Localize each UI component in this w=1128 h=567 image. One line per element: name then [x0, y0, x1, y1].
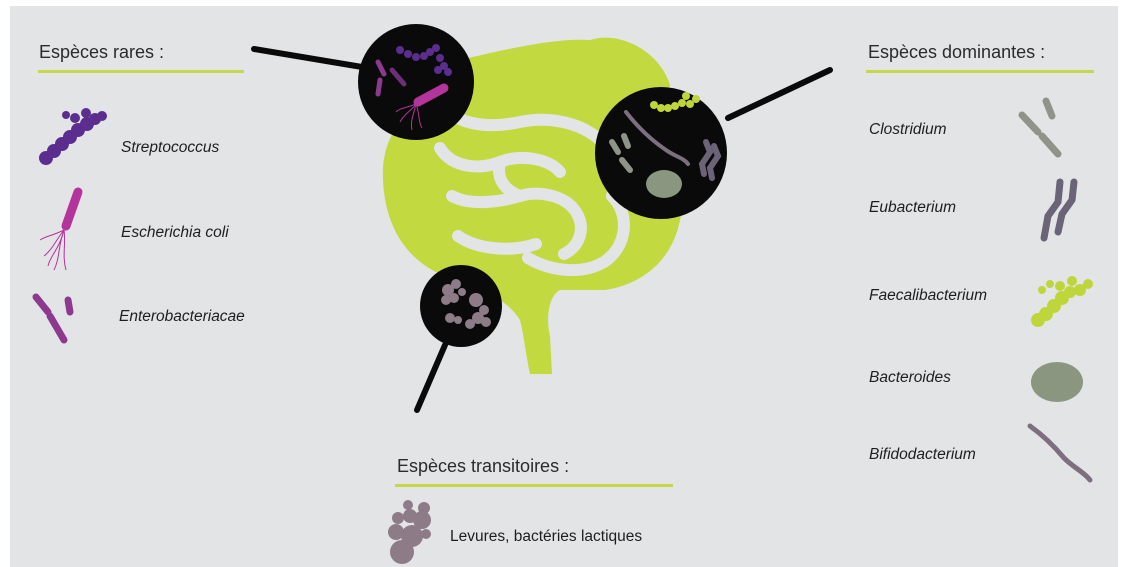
rare-heading: Espèces rares :: [39, 42, 164, 63]
dominant-heading: Espèces dominantes :: [868, 42, 1045, 63]
lens-rare-disc: [358, 24, 474, 140]
rare-item-enterobacteriacae: Enterobacteriacae: [119, 308, 245, 326]
transit-item-levures: Levures, bactéries lactiques: [450, 528, 642, 546]
dominant-underline: [866, 70, 1094, 73]
yeast-icon: [388, 500, 431, 564]
transit-heading: Espèces transitoires :: [397, 456, 569, 477]
streptococcus-icon: [39, 108, 107, 165]
lens-transit-disc: [420, 265, 502, 347]
pointer-line-dominant: [728, 70, 830, 118]
bifidobacterium-icon: [1030, 426, 1090, 480]
clostridium-icon: [1022, 101, 1058, 154]
transit-underline: [395, 484, 673, 487]
lens-rare: [358, 24, 474, 140]
dominant-item-bacteroides: Bacteroides: [869, 369, 951, 387]
faecalibacterium-icon: [1031, 276, 1093, 327]
pointer-line-transit: [417, 345, 445, 410]
bacteroides-icon: [1031, 362, 1083, 402]
rare-item-escherichia-coli: Escherichia coli: [121, 224, 229, 242]
enterobacteriacae-icon: [36, 297, 70, 340]
lens-rare-enterobacteriacae-2: [378, 80, 380, 94]
escherichia-coli-icon: [40, 192, 78, 270]
rare-item-streptococcus: Streptococcus: [121, 139, 219, 157]
lens-dominant: [595, 87, 727, 219]
lens-transit: [420, 265, 502, 347]
lens-dominant-bacteroides: [646, 170, 682, 198]
dominant-item-clostridium: Clostridium: [869, 121, 947, 139]
dominant-item-faecalibacterium: Faecalibacterium: [869, 287, 987, 305]
pointer-line-rare: [254, 49, 368, 68]
rare-underline: [38, 70, 244, 73]
dominant-item-bifidodacterium: Bifidodacterium: [869, 446, 976, 464]
lens-dominant-clostridium-3: [624, 136, 628, 146]
eubacterium-icon: [1044, 182, 1074, 238]
dominant-item-eubacterium: Eubacterium: [869, 199, 956, 217]
